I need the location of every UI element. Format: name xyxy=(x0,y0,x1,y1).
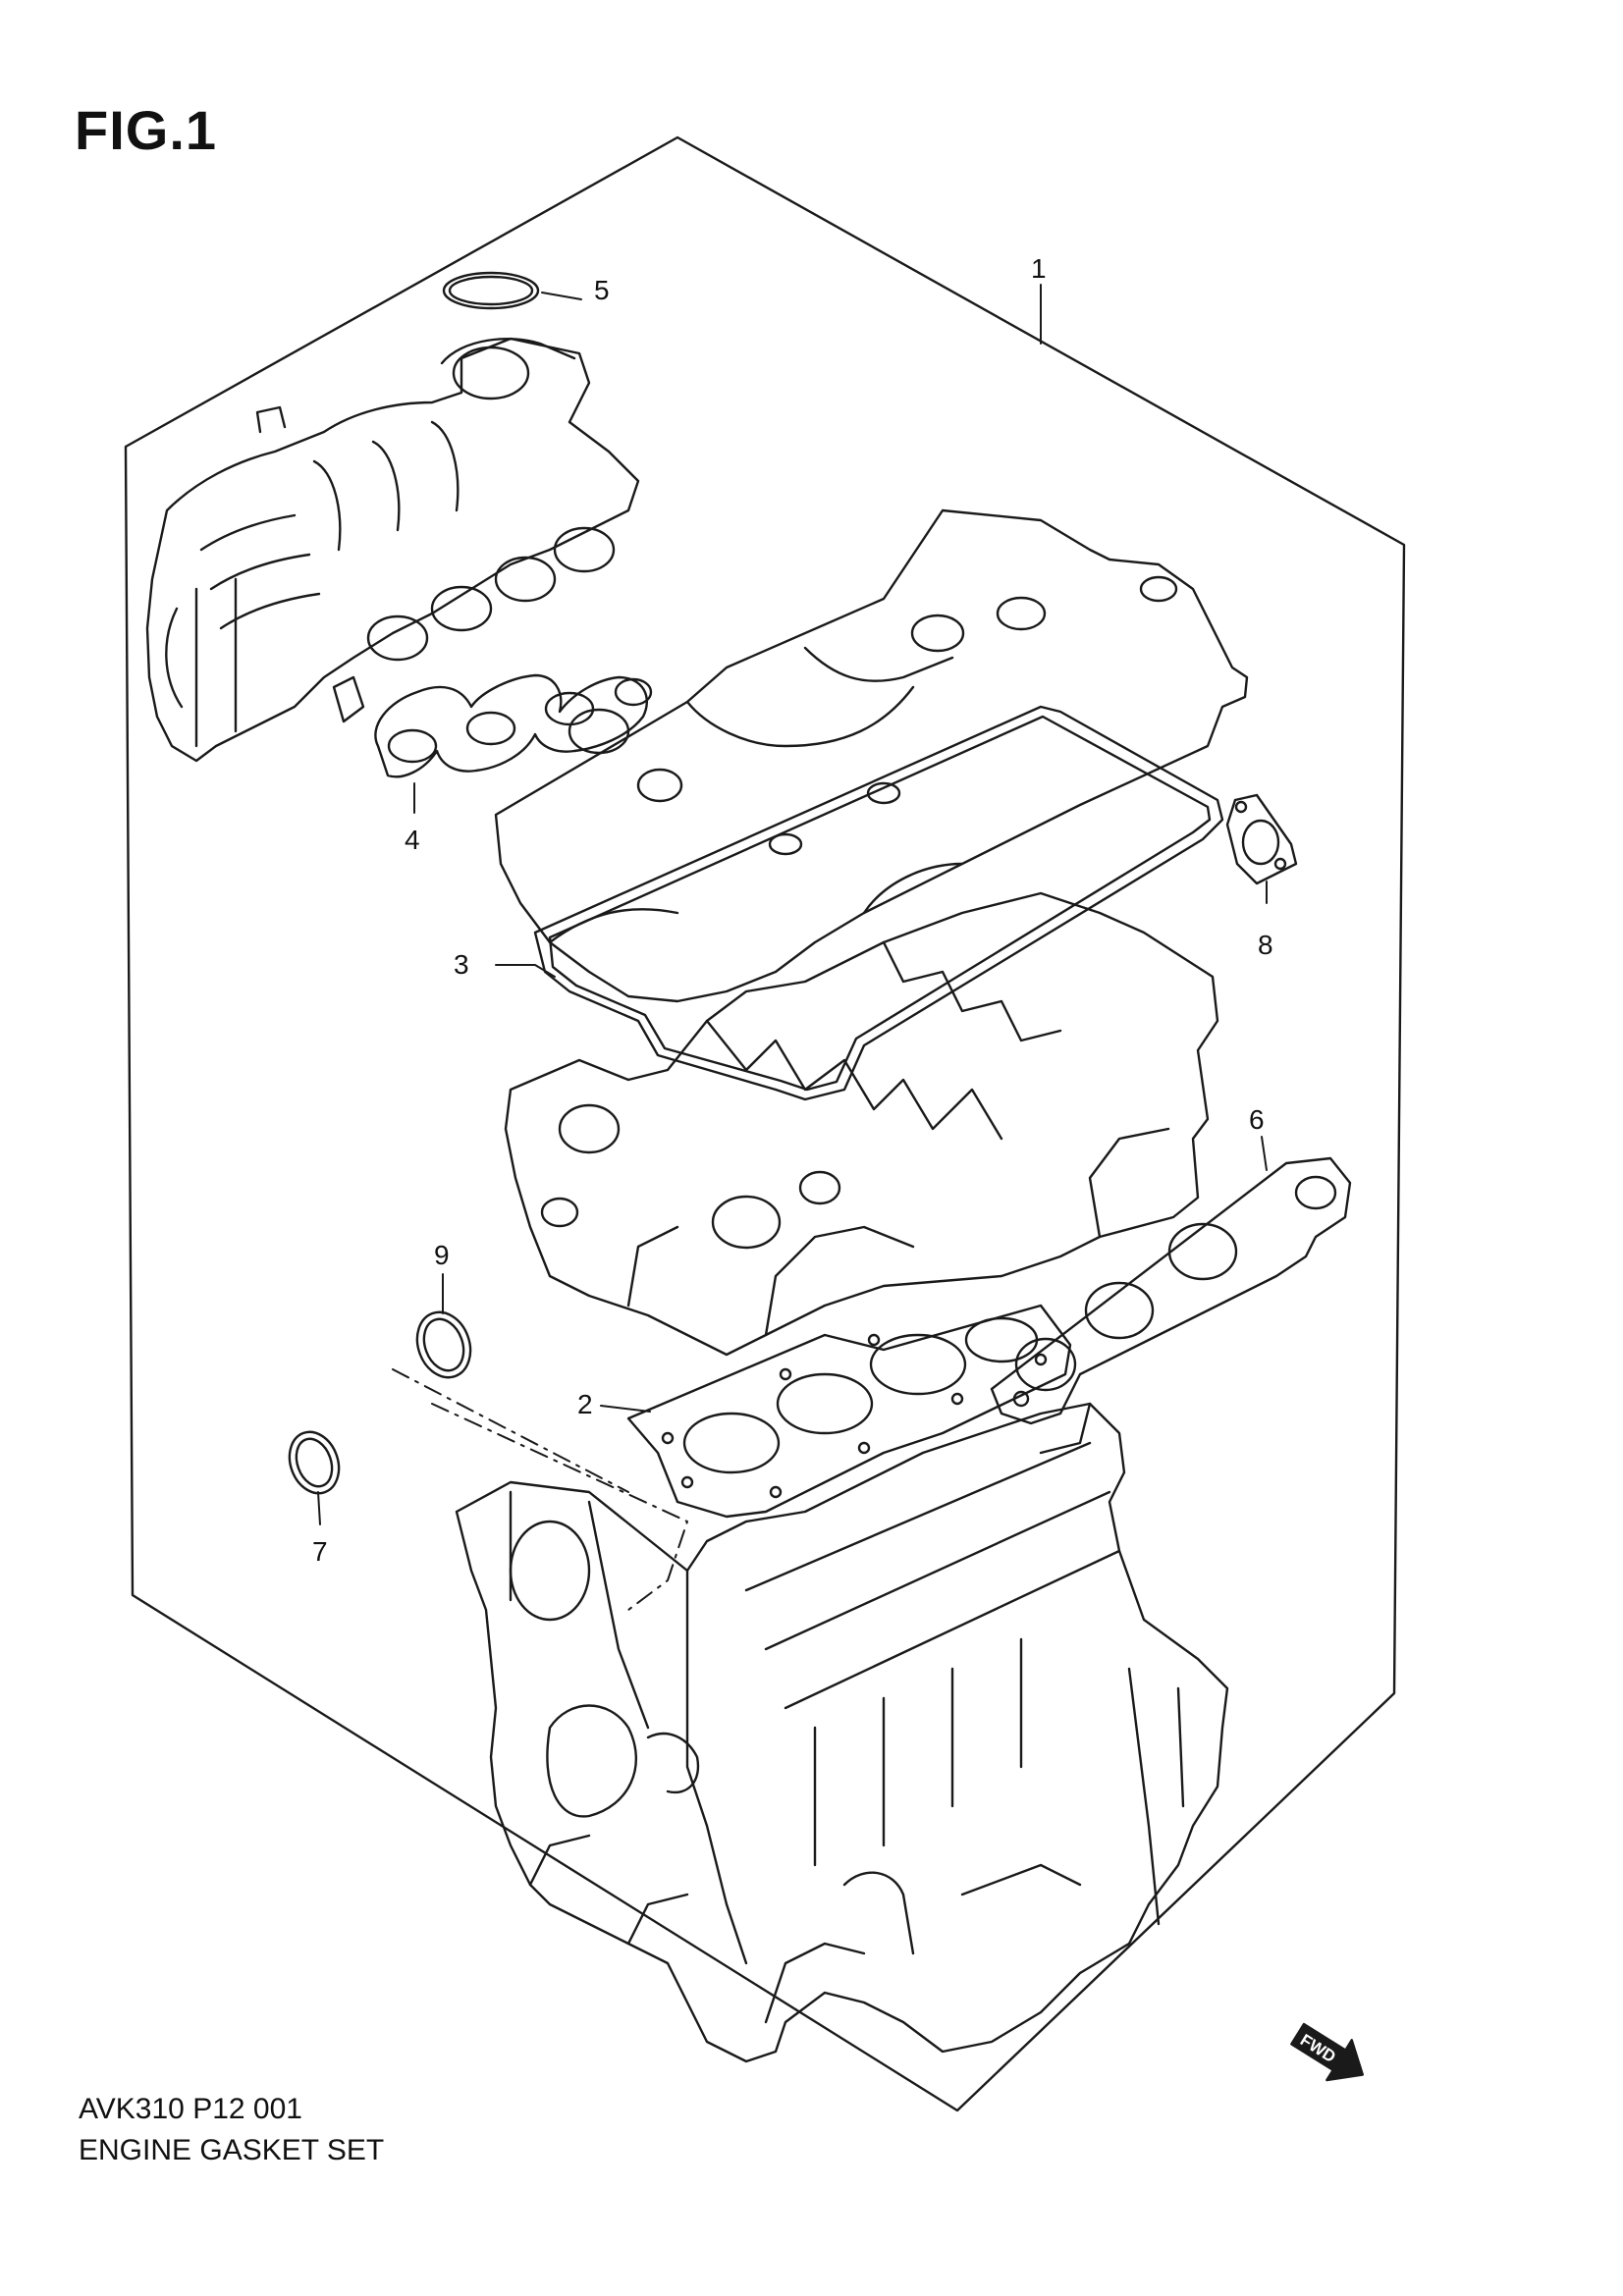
cylinder-block-drawing xyxy=(455,1402,1229,2063)
cylinder-head-drawing xyxy=(504,891,1219,1357)
cylinder-head-cover-drawing xyxy=(494,508,1249,1003)
forward-arrow-icon: FWD xyxy=(1290,2022,1364,2082)
callout-8: 8 xyxy=(1258,930,1273,960)
throttle-body-o-ring-drawing xyxy=(442,271,540,310)
callout-9: 9 xyxy=(434,1240,450,1270)
callout-6: 6 xyxy=(1249,1104,1265,1135)
intake-manifold-gasket-drawing xyxy=(374,673,653,778)
callout-5: 5 xyxy=(594,275,610,305)
small-flange-gasket-drawing xyxy=(1225,793,1298,885)
cylinder-head-gasket-drawing xyxy=(626,1304,1072,1519)
callout-7: 7 xyxy=(312,1536,328,1567)
o-ring-9-drawing xyxy=(415,1310,472,1379)
alignment-dash-lines xyxy=(392,1368,688,1611)
o-ring-7-drawing xyxy=(288,1430,341,1495)
intake-manifold-drawing xyxy=(145,337,640,763)
callout-1: 1 xyxy=(1031,253,1047,284)
callout-2: 2 xyxy=(577,1389,593,1419)
figure-title: FIG.1 xyxy=(75,99,218,161)
exhaust-manifold-gasket-drawing xyxy=(990,1156,1352,1425)
callout-labels: 1 5 4 3 8 6 9 2 7 xyxy=(312,253,1273,1567)
kit-boundary-outline xyxy=(124,135,1406,2112)
callout-4: 4 xyxy=(405,825,420,855)
leader-lines xyxy=(317,284,1268,1525)
diagram-code: AVK310 P12 001 xyxy=(79,2093,302,2125)
cam-cover-gasket-drawing xyxy=(533,705,1224,1101)
diagram-name: ENGINE GASKET SET xyxy=(79,2134,385,2166)
callout-3: 3 xyxy=(454,949,469,980)
